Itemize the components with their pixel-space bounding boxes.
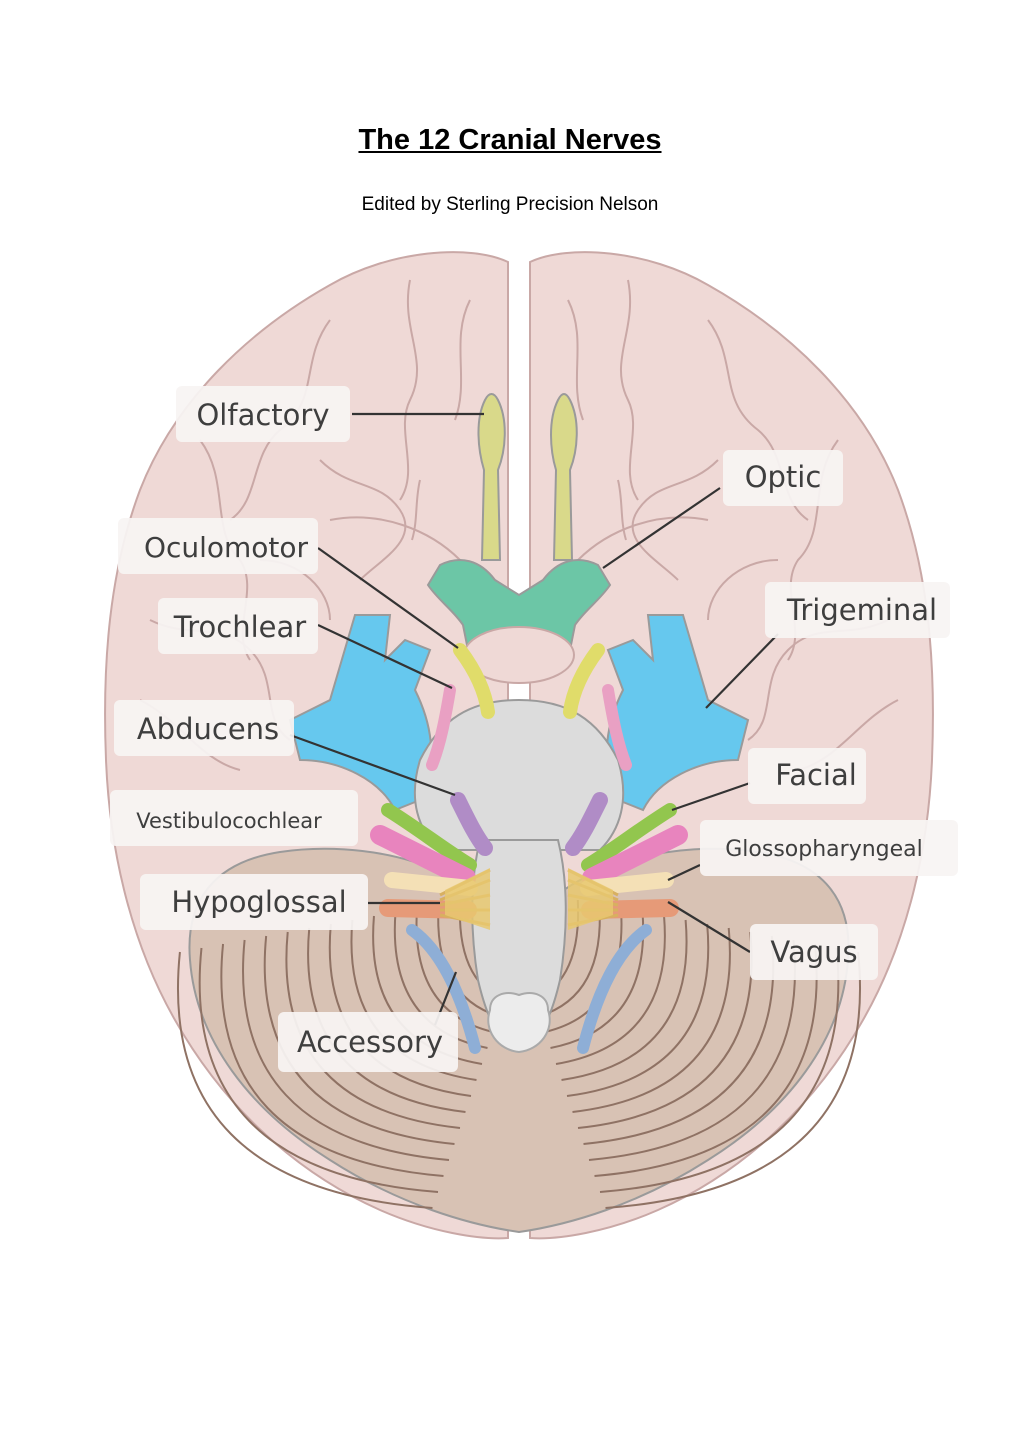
trochlear-nerve [426, 684, 632, 771]
label-hypoglossal-text: Hypoglossal [171, 885, 346, 919]
cerebellum-fold [572, 927, 731, 1113]
label-glossopharyngeal-text: Glossopharyngeal [725, 837, 923, 862]
label-accessory-text: Accessory [297, 1025, 443, 1059]
cerebellum-fold [220, 943, 444, 1177]
trigeminal-nerve [288, 614, 750, 812]
cerebellum-fold [599, 947, 840, 1193]
label-accessory: Accessory [278, 1012, 458, 1072]
label-optic-text: Optic [745, 460, 822, 494]
label-olfactory-text: Olfactory [196, 398, 329, 432]
label-olfactory: Olfactory [176, 386, 350, 442]
label-vestibulocochlear-text: Vestibulocochlear [136, 809, 322, 833]
cerebellum-fold [539, 903, 601, 1017]
label-trochlear: Trochlear [158, 598, 318, 654]
spinal-cord-cross-section [487, 992, 551, 1054]
olfactory-nerve [477, 393, 578, 561]
cerebellum-fold [263, 935, 455, 1145]
cerebellum-fold [555, 915, 666, 1065]
label-glossopharyngeal: Glossopharyngeal [700, 820, 958, 876]
cerebellum-fold [583, 935, 775, 1145]
page-title: The 12 Cranial Nerves [358, 124, 662, 156]
cerebellum-fold [566, 923, 710, 1097]
vestibulocochlear-nerve [370, 825, 688, 888]
label-oculomotor: Oculomotor [118, 518, 318, 574]
label-oculomotor-text: Oculomotor [144, 531, 309, 564]
label-vagus-text: Vagus [770, 935, 857, 969]
label-optic: Optic [723, 450, 843, 506]
cerebellum-fold [605, 951, 861, 1209]
cerebellum-fold [242, 939, 450, 1161]
label-facial-text: Facial [775, 758, 857, 792]
label-facial: Facial [748, 748, 866, 804]
label-vagus: Vagus [750, 924, 878, 980]
cerebellum-fold [198, 947, 439, 1193]
cerebellum-fold [561, 919, 688, 1081]
abducens-nerve [450, 792, 608, 856]
leader-lines [289, 412, 779, 1026]
cerebellum-fold [588, 939, 796, 1161]
cranial-nerves-diagram: Olfactory Optic Oculomotor Trochlear Tri… [104, 251, 958, 1240]
cerebellum-fold [393, 911, 488, 1049]
label-vestibulocochlear: Vestibulocochlear [110, 790, 358, 846]
facial-nerve [381, 803, 677, 872]
cerebellum-fold [594, 943, 818, 1177]
label-abducens: Abducens [114, 700, 294, 756]
label-trigeminal: Trigeminal [765, 582, 950, 638]
label-abducens-text: Abducens [137, 712, 279, 746]
cerebellum-fold [177, 951, 433, 1209]
oculomotor-nerve [453, 643, 605, 719]
optic-nerve [426, 559, 612, 655]
accessory-nerve [406, 924, 652, 1054]
page-subtitle: Edited by Sterling Precision Nelson [361, 194, 659, 215]
label-trigeminal-text: Trigeminal [786, 593, 937, 627]
label-hypoglossal: Hypoglossal [140, 874, 368, 930]
label-trochlear-text: Trochlear [173, 610, 306, 644]
hypoglossal-fan [445, 868, 613, 930]
